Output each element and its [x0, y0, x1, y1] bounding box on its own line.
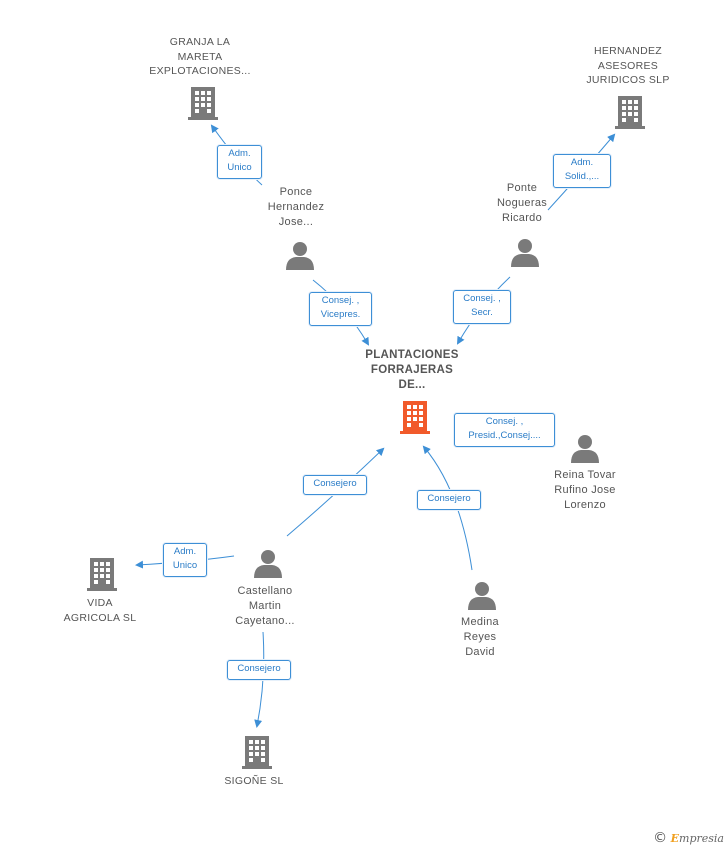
edge-label-ponce-granja[interactable]: Adm.Unico	[217, 145, 262, 179]
node-label-main: PLANTACIONES FORRAJERAS DE...	[365, 349, 459, 391]
node-label-hernandez: HERNANDEZ ASESORES JURIDICOS SLP	[586, 45, 670, 86]
edge-label-ponte-hernandez[interactable]: Adm.Solid.,...	[553, 154, 611, 188]
edge-label-ponte-main[interactable]: Consej. ,Secr.	[453, 290, 511, 324]
building-icon[interactable]	[241, 735, 273, 769]
edge-label-castellano-sigone[interactable]: Consejero	[227, 660, 291, 680]
empresia-logo[interactable]: © Empresia	[653, 830, 724, 846]
node-label-castellano: Castellano Martin Cayetano...	[235, 585, 295, 627]
copyright-icon: ©	[653, 830, 668, 846]
person-icon[interactable]	[570, 433, 600, 463]
building-icon[interactable]	[86, 557, 118, 591]
person-icon[interactable]	[253, 548, 283, 578]
node-label-granja: GRANJA LA MARETA EXPLOTACIONES...	[149, 36, 251, 77]
person-icon[interactable]	[285, 240, 315, 270]
node-label-sigone: SIGOÑE SL	[224, 775, 284, 787]
person-icon[interactable]	[467, 580, 497, 610]
edge-label-medina-main[interactable]: Consejero	[417, 490, 481, 510]
edge-label-castellano-vida[interactable]: Adm.Unico	[163, 543, 207, 577]
building-icon[interactable]	[614, 95, 646, 129]
edge-label-ponce-main[interactable]: Consej. ,Vicepres.	[309, 292, 372, 326]
person-icon[interactable]	[510, 237, 540, 267]
edge-label-castellano-main[interactable]: Consejero	[303, 475, 367, 495]
node-label-ponce: Ponce Hernandez Jose...	[267, 186, 325, 228]
building-icon[interactable]	[187, 86, 219, 120]
node-label-vida: VIDA AGRICOLA SL	[63, 597, 137, 624]
edge-label-reina-main[interactable]: Consej. ,Presid.,Consej....	[454, 413, 555, 447]
main-building-icon[interactable]	[399, 400, 431, 434]
node-label-ponte: Ponte Nogueras Ricardo	[496, 182, 548, 224]
node-label-reina: Reina Tovar Rufino Jose Lorenzo	[554, 469, 616, 511]
node-label-medina: Medina Reyes David	[461, 616, 499, 658]
